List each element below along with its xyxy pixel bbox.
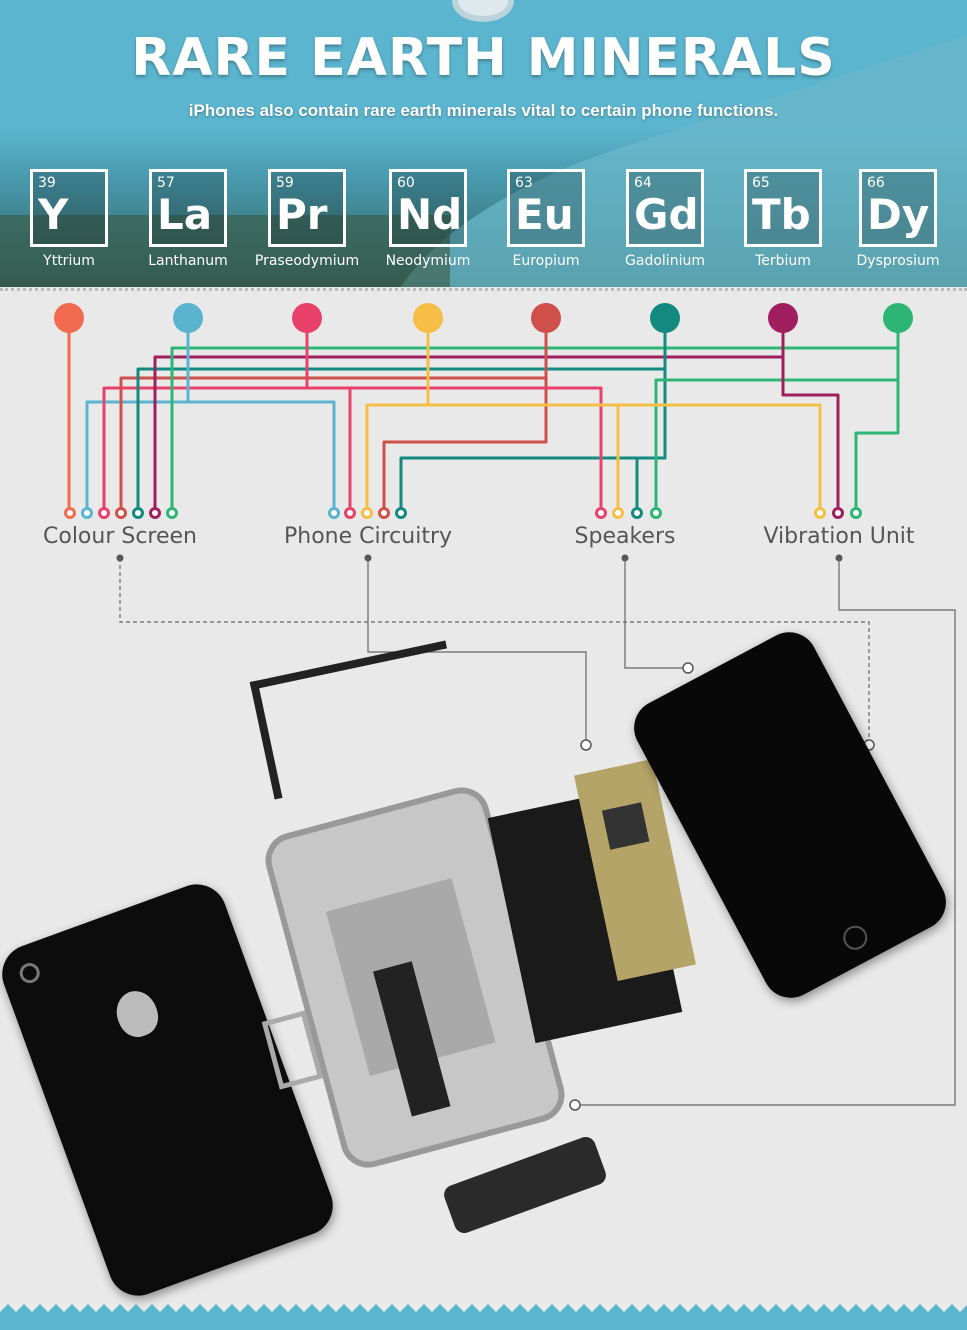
- atomic-number: 65: [752, 175, 770, 191]
- element-name: Europium: [512, 253, 580, 269]
- element-dot-Nd: [413, 303, 443, 333]
- wire-Eu-to-phone-circuitry: [382, 330, 548, 508]
- page-title: RARE EARTH MINERALS: [131, 28, 836, 88]
- element-symbol: Y: [38, 190, 69, 239]
- wire-end-dot: [132, 507, 144, 519]
- wire-Dy-to-vibration-unit: [854, 330, 900, 508]
- wire-end-dot: [814, 507, 826, 519]
- wire-end-dot: [378, 507, 390, 519]
- wire-end-dot: [81, 507, 93, 519]
- wire-end-dot: [328, 507, 340, 519]
- element-symbol: Nd: [397, 190, 463, 239]
- component-label-phone-circuitry: Phone Circuitry: [283, 524, 453, 549]
- wave-border: [0, 1304, 967, 1330]
- element-symbol: Pr: [276, 190, 328, 239]
- element-symbol: Gd: [634, 190, 699, 239]
- wire-Tb-to-vibration-unit: [781, 330, 840, 508]
- element-dot-Pr: [292, 303, 322, 333]
- leader-line: [119, 558, 870, 745]
- element-dot-Dy: [883, 303, 913, 333]
- atomic-number: 63: [515, 175, 533, 191]
- page-subtitle: iPhones also contain rare earth minerals…: [188, 101, 779, 120]
- divider: [0, 288, 967, 291]
- element-dot-Gd: [650, 303, 680, 333]
- element-symbol: Tb: [752, 190, 811, 239]
- element-dot-Y: [54, 303, 84, 333]
- wire-Tb-to-colour-screen: [153, 330, 785, 508]
- leader-line: [624, 558, 688, 669]
- wire-Nd-to-vibration-unit: [426, 330, 822, 508]
- leader-line: [367, 558, 587, 745]
- element-name: Praseodymium: [254, 253, 360, 269]
- wire-end-dot: [361, 507, 373, 519]
- wire-end-dot: [832, 507, 844, 519]
- element-name: Dysprosium: [856, 253, 940, 269]
- wire-end-dot: [98, 507, 110, 519]
- wire-La-to-phone-circuitry: [186, 330, 336, 508]
- wire-end-dot: [395, 507, 407, 519]
- atomic-number: 59: [276, 175, 294, 191]
- wire-end-dot: [850, 507, 862, 519]
- element-dot-Tb: [768, 303, 798, 333]
- leader-end-dot: [682, 662, 694, 674]
- element-symbol: Dy: [867, 190, 930, 239]
- home-button-icon: [839, 921, 872, 954]
- element-symbol: La: [157, 190, 213, 239]
- header-banner: RARE EARTH MINERALS iPhones also contain…: [0, 0, 967, 287]
- atomic-number: 64: [634, 175, 652, 191]
- component-label-speakers: Speakers: [574, 524, 676, 549]
- wire-end-dot: [149, 507, 161, 519]
- wire-Pr-to-speakers: [305, 330, 603, 508]
- wire-end-dot: [64, 507, 76, 519]
- wire-end-dot: [166, 507, 178, 519]
- element-name: Gadolinium: [625, 253, 705, 269]
- wire-end-dot: [595, 507, 607, 519]
- element-dot-Eu: [531, 303, 561, 333]
- component-label-vibration-unit: Vibration Unit: [763, 524, 915, 549]
- atomic-number: 57: [157, 175, 175, 191]
- wire-Gd-to-speakers: [635, 330, 667, 508]
- leader-end-dot: [569, 1099, 581, 1111]
- camera-lens-icon: [16, 960, 43, 986]
- element-name: Terbium: [755, 253, 811, 269]
- element-name: Yttrium: [43, 253, 95, 269]
- wire-end-dot: [631, 507, 643, 519]
- leader-end-dot: [580, 739, 592, 751]
- element-symbol: Eu: [515, 190, 574, 239]
- element-name: Lanthanum: [148, 253, 228, 269]
- wire-end-dot: [650, 507, 662, 519]
- atomic-number: 39: [38, 175, 56, 191]
- wire-end-dot: [344, 507, 356, 519]
- element-dot-La: [173, 303, 203, 333]
- atomic-number: 66: [867, 175, 885, 191]
- atomic-number: 60: [397, 175, 415, 191]
- wire-end-dot: [115, 507, 127, 519]
- wire-end-dot: [612, 507, 624, 519]
- component-label-colour-screen: Colour Screen: [42, 524, 198, 549]
- leader-line: [575, 558, 956, 1106]
- apple-logo-icon: [110, 985, 164, 1043]
- element-name: Neodymium: [385, 253, 471, 269]
